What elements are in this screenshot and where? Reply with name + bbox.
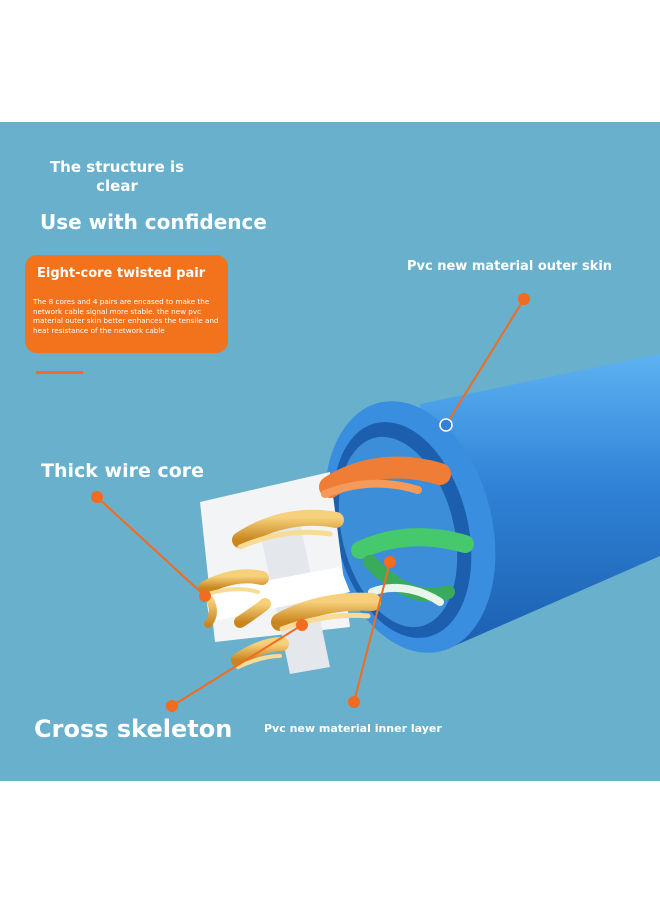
headline-line-1: The structure is <box>49 158 185 176</box>
orange-wire-pair <box>319 456 451 498</box>
subhead: Use with confidence <box>40 210 267 234</box>
feature-card-body: The 8 cores and 4 pairs are encased to m… <box>33 297 219 335</box>
label-inner-layer: Pvc new material inner layer <box>264 722 442 735</box>
product-panel: The structure is clear Use with confiden… <box>0 122 660 781</box>
cable-illustration <box>91 293 660 712</box>
callout-leaders <box>91 293 530 712</box>
label-wire-core: Thick wire core <box>41 460 205 482</box>
accent-divider <box>36 371 83 374</box>
cable-jacket <box>324 354 660 653</box>
copper-strands <box>198 509 381 669</box>
feature-card: Eight-core twisted pair The 8 cores and … <box>25 255 228 353</box>
headline: The structure is clear <box>42 158 192 196</box>
label-outer-skin: Pvc new material outer skin <box>407 259 613 274</box>
label-cross-skeleton: Cross skeleton <box>34 715 233 743</box>
green-wire-pair <box>351 528 474 606</box>
feature-card-title: Eight-core twisted pair <box>37 266 206 281</box>
headline-line-2: clear <box>96 177 138 195</box>
